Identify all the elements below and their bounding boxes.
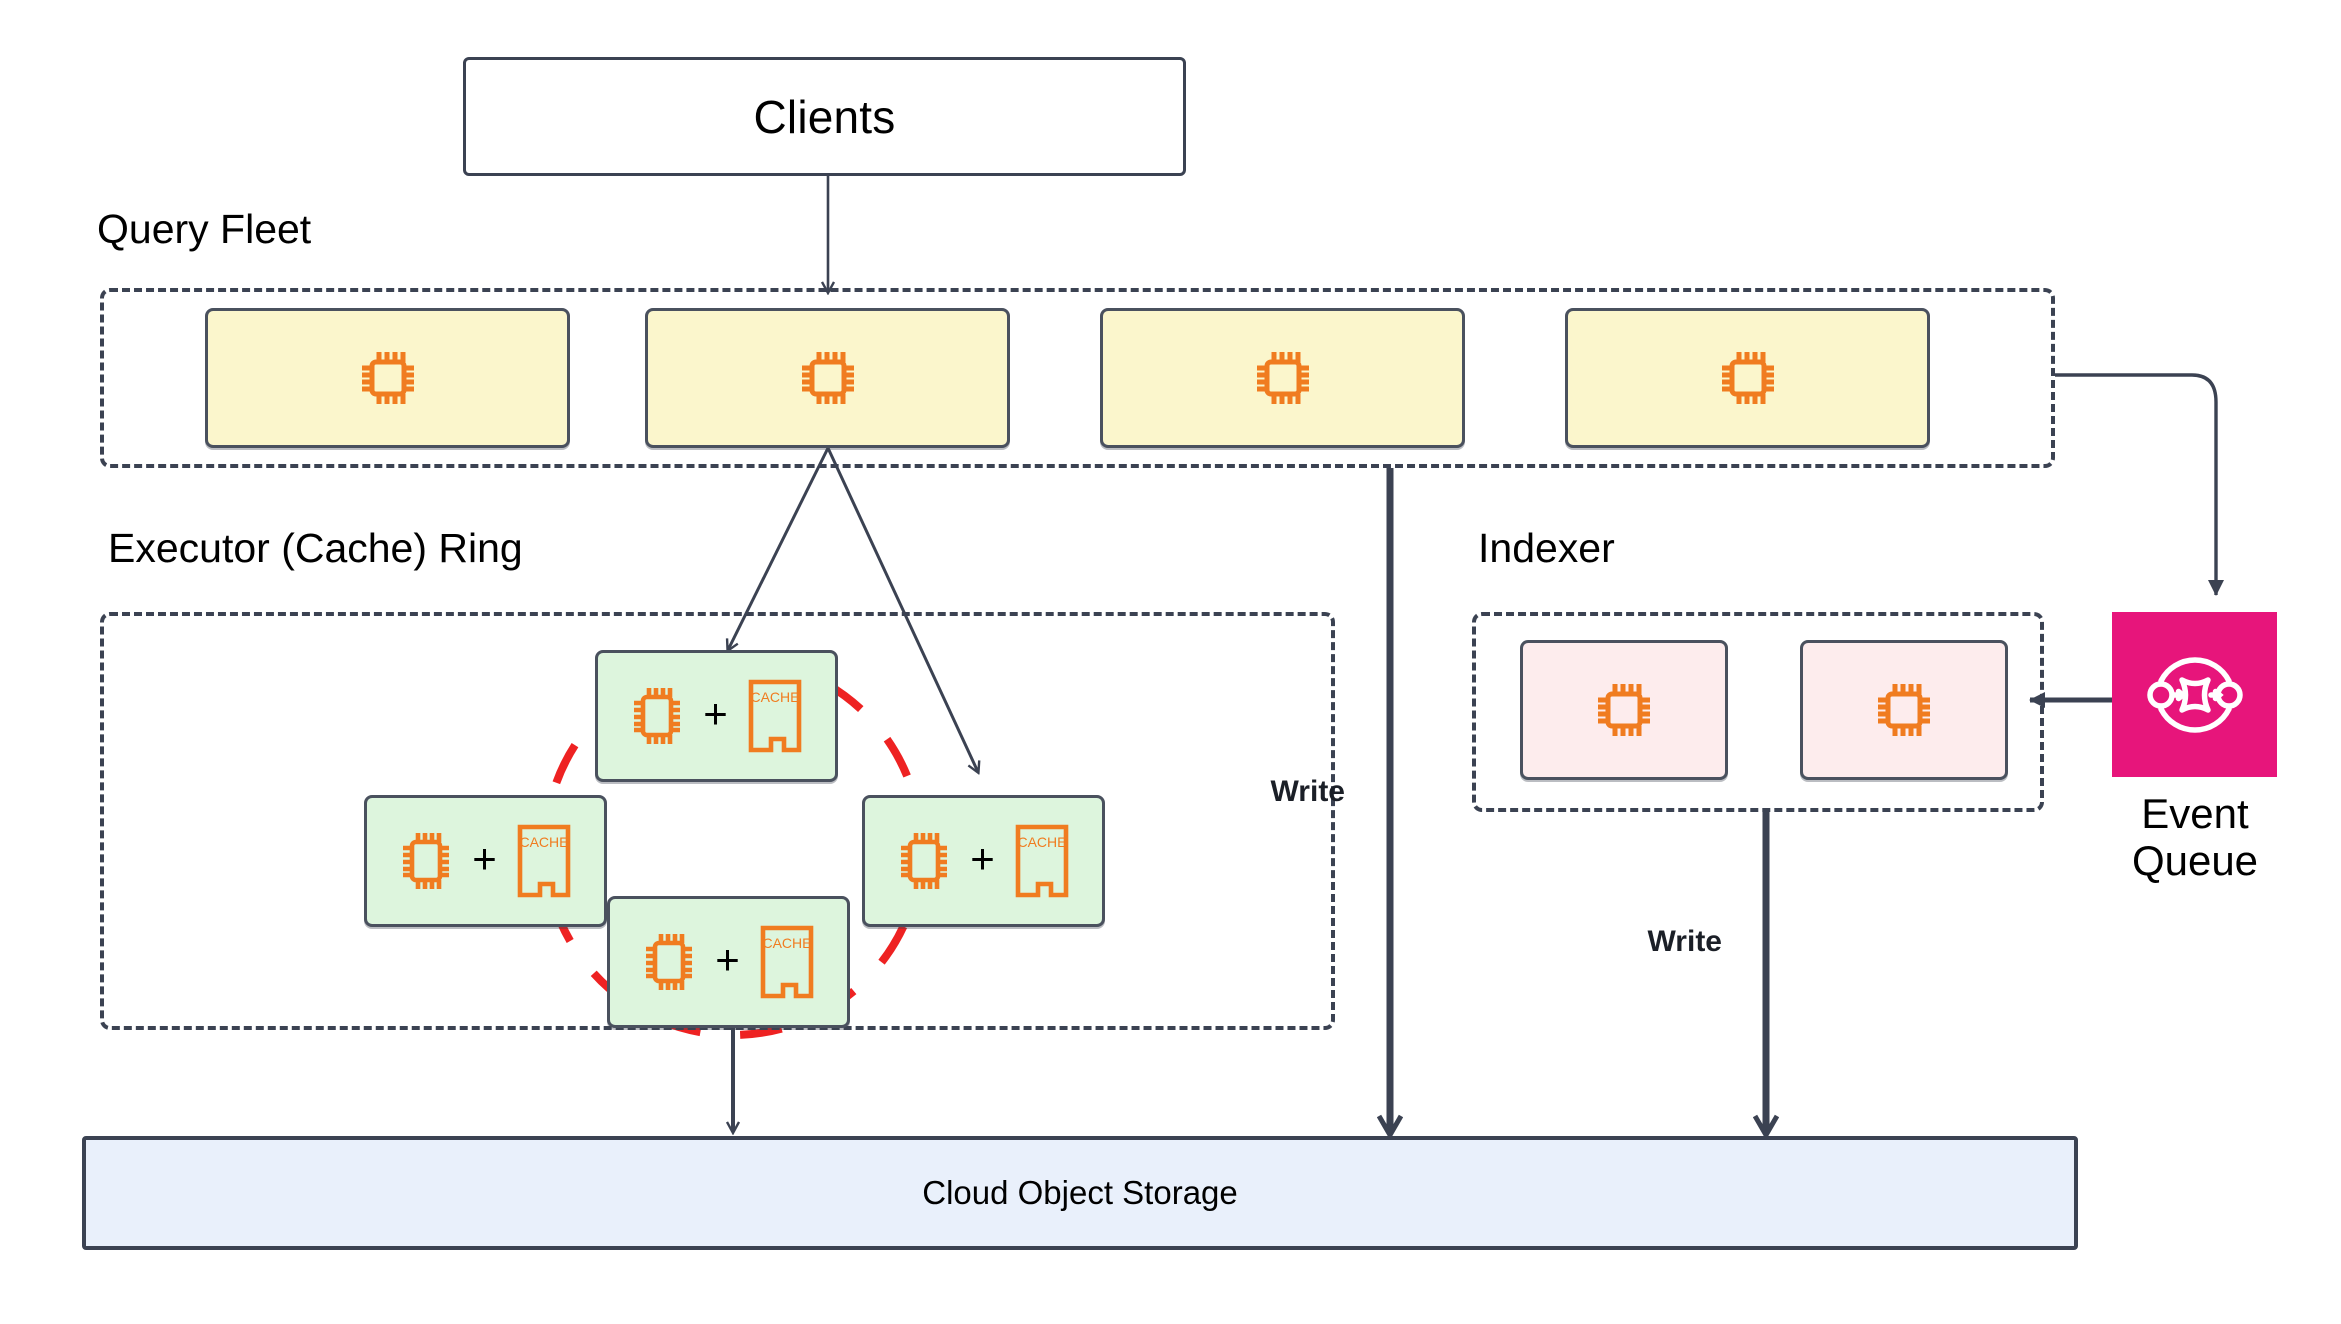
cache-icon-label: CACHE [750, 689, 799, 705]
cache-icon: CACHE [746, 678, 804, 754]
cache-icon: CACHE [515, 823, 573, 899]
cache-icon-label: CACHE [519, 834, 568, 850]
cpu-chip-icon [896, 828, 952, 894]
query-fleet-group [100, 288, 2055, 468]
cloud-object-storage-box[interactable]: Cloud Object Storage [82, 1136, 2078, 1250]
cache-icon: CACHE [758, 924, 816, 1000]
cpu-chip-icon [1593, 679, 1655, 741]
edge-query-fleet-to-event-queue [2055, 373, 2224, 596]
cpu-chip-icon [1717, 347, 1779, 409]
cpu-chip-icon [797, 347, 859, 409]
plus-symbol: + [970, 835, 995, 882]
cpu-chip-icon [641, 929, 697, 995]
query-fleet-node-3[interactable] [1100, 308, 1465, 448]
clients-box[interactable]: Clients [463, 57, 1186, 176]
write-label-indexer: Write [1647, 925, 1722, 958]
indexer-node-2[interactable] [1800, 640, 2008, 780]
event-queue-label-line1: Event [2141, 790, 2249, 837]
cpu-chip-icon [398, 828, 454, 894]
cache-icon-label: CACHE [762, 935, 811, 951]
clients-label: Clients [753, 90, 896, 143]
cache-icon-label: CACHE [1017, 834, 1066, 850]
indexer-group [1472, 612, 2044, 812]
event-queue-label-line2: Queue [2131, 837, 2259, 885]
indexer-node-1[interactable] [1520, 640, 1728, 780]
indexer-title: Indexer [1478, 525, 1615, 571]
cloud-object-storage-label: Cloud Object Storage [922, 1174, 1238, 1211]
plus-symbol: + [703, 690, 728, 737]
query-fleet-node-1[interactable] [205, 308, 570, 448]
event-bus-icon [2135, 635, 2255, 755]
query-fleet-node-4[interactable] [1565, 308, 1930, 448]
write-label-query-fleet: Write [1270, 775, 1345, 808]
cpu-chip-icon [1873, 679, 1935, 741]
executor-node-right[interactable]: + CACHE [862, 795, 1105, 927]
executor-node-bottom[interactable]: + CACHE [607, 896, 850, 1028]
executor-ring-group [100, 612, 1335, 1030]
executor-node-top[interactable]: + CACHE [595, 650, 838, 782]
cache-icon: CACHE [1013, 823, 1071, 899]
query-fleet-title: Query Fleet [97, 206, 312, 252]
cpu-chip-icon [357, 347, 419, 409]
plus-symbol: + [715, 936, 740, 983]
event-queue-label: Event Queue [2090, 790, 2300, 884]
event-queue-tile[interactable] [2112, 612, 2277, 777]
plus-symbol: + [472, 835, 497, 882]
query-fleet-node-2[interactable] [645, 308, 1010, 448]
cpu-chip-icon [1252, 347, 1314, 409]
executor-node-left[interactable]: + CACHE [364, 795, 607, 927]
executor-ring-title: Executor (Cache) Ring [108, 525, 523, 571]
cpu-chip-icon [629, 683, 685, 749]
